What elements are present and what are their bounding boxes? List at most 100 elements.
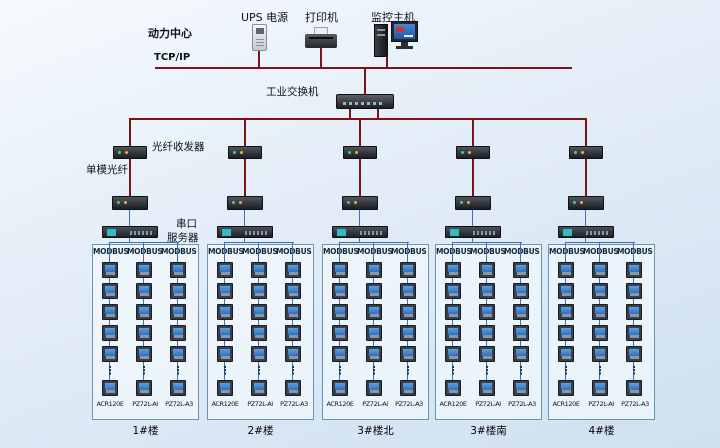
meter-column: ⋮ xyxy=(102,242,118,396)
power-meter-icon xyxy=(558,304,574,320)
meter-column: ⋮ xyxy=(479,242,495,396)
meter-column: ⋮ xyxy=(445,242,461,396)
modbus-label: MODBUS xyxy=(127,247,163,256)
modbus-label: MODBUS xyxy=(208,247,244,256)
power-meter-icon xyxy=(513,262,529,278)
serial-server-icon xyxy=(332,226,388,238)
modbus-label: MODBUS xyxy=(504,247,540,256)
host-drop-line xyxy=(386,57,388,67)
single-mode-fiber-line xyxy=(244,159,246,196)
power-meter-icon xyxy=(592,325,608,341)
power-meter-icon xyxy=(513,283,529,299)
power-meter-icon xyxy=(366,325,382,341)
power-meter-icon xyxy=(479,304,495,320)
power-meter-icon xyxy=(558,283,574,299)
more-meters-ellipsis: ⋮ xyxy=(219,364,231,377)
power-meter-icon xyxy=(366,283,382,299)
power-meter-icon xyxy=(513,304,529,320)
meter-model-label: ACR120E xyxy=(96,400,124,408)
power-meter-icon xyxy=(285,283,301,299)
power-meter-icon xyxy=(217,380,233,396)
power-meter-icon xyxy=(136,304,152,320)
modbus-label: MODBUS xyxy=(583,247,619,256)
server-bus-line xyxy=(472,238,473,243)
serial-server-icon xyxy=(217,226,273,238)
power-meter-icon xyxy=(170,325,186,341)
building-group-5: MODBUS MODBUS MODBUS ⋮ ⋮ ⋮ ACR120E PZ72L… xyxy=(548,0,656,440)
power-meter-icon xyxy=(366,262,382,278)
branch-drop-line xyxy=(359,118,361,146)
modbus-label: MODBUS xyxy=(161,247,197,256)
power-meter-icon xyxy=(479,262,495,278)
modbus-label: MODBUS xyxy=(470,247,506,256)
ups-icon xyxy=(252,24,267,51)
power-meter-icon xyxy=(170,304,186,320)
power-meter-icon xyxy=(592,380,608,396)
tcpip-label: TCP/IP xyxy=(154,52,191,63)
transceiver-server-line xyxy=(244,210,245,226)
fiber-transceiver-icon xyxy=(568,196,604,210)
power-meter-icon xyxy=(217,304,233,320)
building-name-label: 3#楼南 xyxy=(470,425,507,437)
meter-model-label: ACR120E xyxy=(552,400,580,408)
transceiver-server-line xyxy=(472,210,473,226)
modbus-label: MODBUS xyxy=(276,247,312,256)
modbus-branch-line xyxy=(110,242,179,243)
meter-model-label: PZ72L-AI xyxy=(132,400,158,408)
building-group-4: MODBUS MODBUS MODBUS ⋮ ⋮ ⋮ ACR120E PZ72L… xyxy=(435,0,543,440)
serial-server-icon xyxy=(445,226,501,238)
modbus-branch-line xyxy=(225,242,294,243)
power-meter-icon xyxy=(170,283,186,299)
modbus-label: MODBUS xyxy=(549,247,585,256)
meter-model-label: PZ72L-A3 xyxy=(165,400,193,408)
single-mode-fiber-label: 单模光纤 xyxy=(86,164,128,176)
power-meter-icon xyxy=(217,262,233,278)
branch-drop-line xyxy=(585,118,587,146)
power-meter-icon xyxy=(558,380,574,396)
monitor-base-icon xyxy=(396,46,413,49)
host-monitor-icon xyxy=(391,21,418,42)
single-mode-fiber-line xyxy=(129,159,131,196)
industrial-switch-icon xyxy=(336,94,394,109)
power-meter-icon xyxy=(445,380,461,396)
fiber-transceiver-icon xyxy=(342,196,378,210)
server-bus-line xyxy=(359,238,360,243)
power-meter-icon xyxy=(251,262,267,278)
meter-model-label: PZ72L-A3 xyxy=(280,400,308,408)
modbus-branch-line xyxy=(340,242,409,243)
power-meter-icon xyxy=(251,283,267,299)
serial-server-label-line2: 服务器 xyxy=(167,232,199,244)
serial-server-icon xyxy=(558,226,614,238)
meter-model-label: PZ72L-AI xyxy=(588,400,614,408)
printer-icon xyxy=(305,27,337,48)
power-meter-icon xyxy=(332,325,348,341)
power-meter-icon xyxy=(400,283,416,299)
power-meter-icon xyxy=(592,262,608,278)
power-meter-icon xyxy=(136,283,152,299)
single-mode-fiber-line xyxy=(585,159,587,196)
monitor-screen-icon xyxy=(394,24,415,39)
single-mode-fiber-line xyxy=(359,159,361,196)
meter-model-label: PZ72L-AI xyxy=(247,400,273,408)
fiber-transceiver-icon xyxy=(456,146,490,159)
power-meter-icon xyxy=(136,380,152,396)
power-meter-icon xyxy=(251,325,267,341)
server-bus-line xyxy=(129,238,130,243)
fiber-transceiver-icon xyxy=(113,146,147,159)
power-meter-icon xyxy=(479,283,495,299)
power-meter-icon xyxy=(285,325,301,341)
meter-column: ⋮ xyxy=(592,242,608,396)
fiber-transceiver-icon xyxy=(569,146,603,159)
meter-column: ⋮ xyxy=(136,242,152,396)
modbus-label: MODBUS xyxy=(323,247,359,256)
power-meter-icon xyxy=(513,346,529,362)
power-meter-icon xyxy=(217,283,233,299)
server-bus-line xyxy=(585,238,586,243)
more-meters-ellipsis: ⋮ xyxy=(253,364,265,377)
tcpip-bus-line xyxy=(155,67,572,69)
modbus-branch-line xyxy=(453,242,522,243)
branch-drop-line xyxy=(244,118,246,146)
more-meters-ellipsis: ⋮ xyxy=(172,364,184,377)
power-meter-icon xyxy=(366,346,382,362)
